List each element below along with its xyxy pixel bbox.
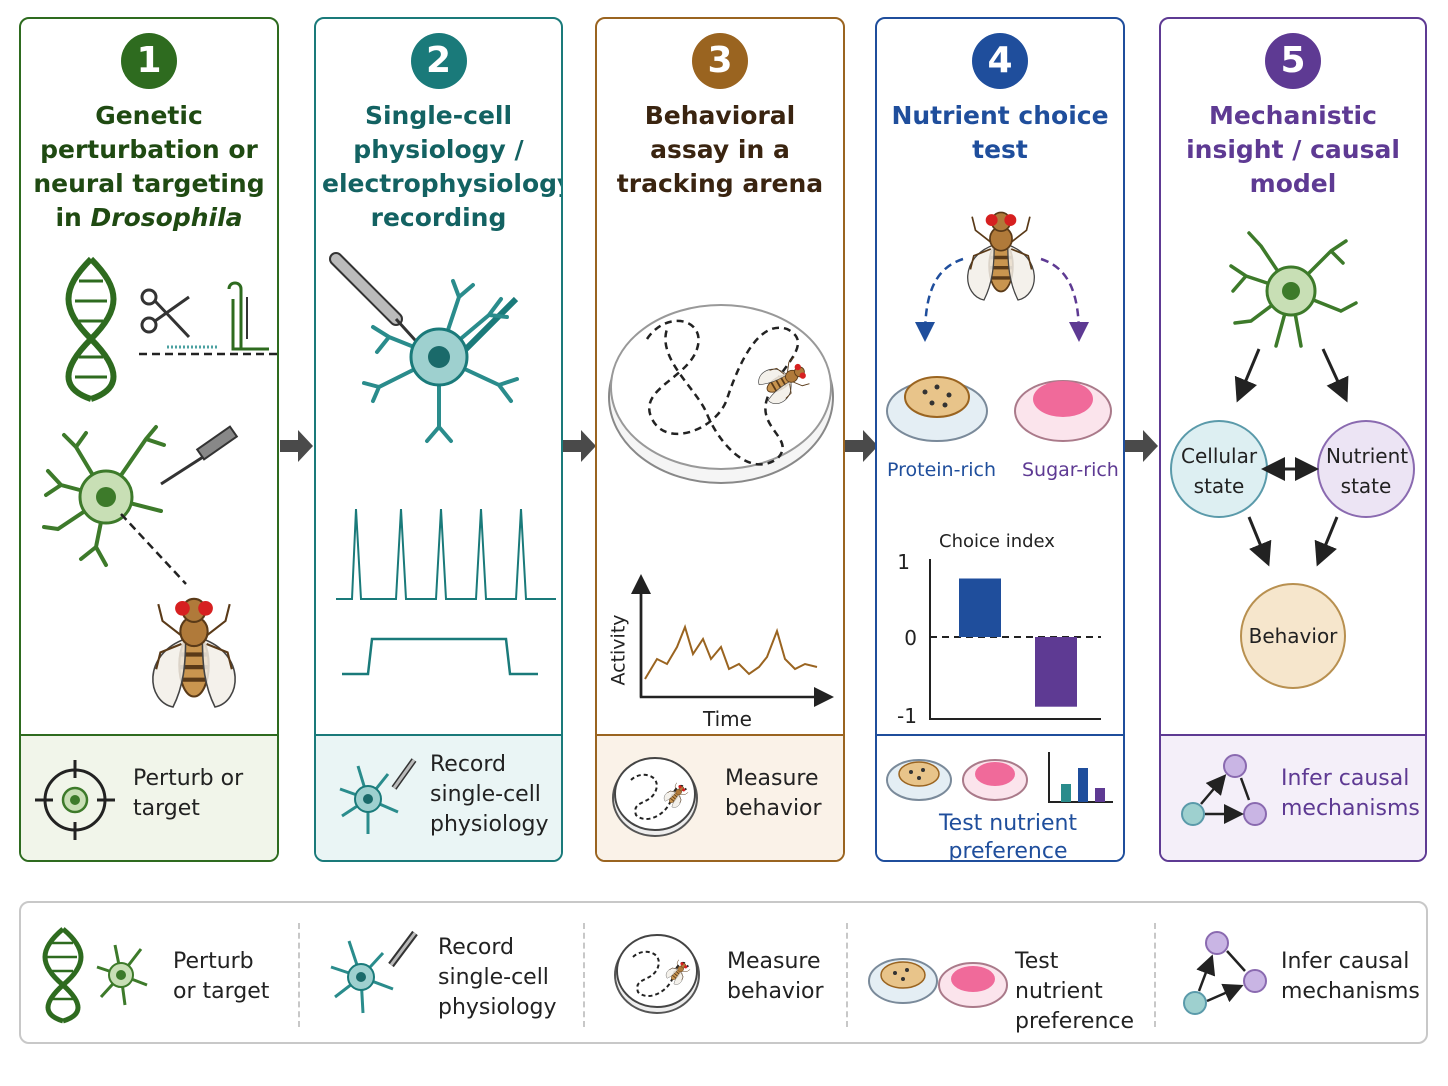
arena-icon: [614, 934, 700, 1014]
dna-neuron-icon: [42, 927, 148, 1024]
step-number-badge: 4: [972, 33, 1028, 89]
footer-label: Perturb or target: [133, 766, 244, 821]
x-axis-label: Time: [703, 707, 752, 731]
panel-title: Genetic perturbation or neural targeting…: [21, 99, 277, 235]
flow-arrow: [845, 428, 879, 464]
legend-divider: [583, 923, 585, 1027]
fly-icon: [153, 599, 235, 707]
nutrient-dishes-icon: [868, 958, 1008, 1008]
panel-footer: Perturb or target: [21, 734, 277, 860]
neuron-icon: [339, 758, 417, 834]
panel-title-text: Genetic perturbation or neural targeting…: [33, 101, 265, 232]
node-cellular-state: Cellular state: [1181, 444, 1258, 498]
choice-bar-protein: [959, 578, 1001, 637]
step-number-badge: 2: [410, 33, 467, 89]
protein-dish-icon: [886, 376, 988, 442]
footer-label: Infer causal mechanisms: [1281, 766, 1420, 821]
target-icon: [35, 760, 115, 840]
arena-dish: [608, 304, 834, 484]
legend-label-measure: Measure behavior: [727, 949, 824, 1004]
panel-title: Mechanistic insight / causal model: [1186, 101, 1400, 198]
legend-label-record: Record single-cell physiology: [438, 935, 557, 1020]
panel-single-cell-physiology: 2 Single-cell physiology / electrophysio…: [314, 17, 563, 862]
y-tick-label: 1: [897, 550, 910, 574]
legend-label-infer: Infer causal mechanisms: [1281, 949, 1420, 1004]
panel-footer: Measure behavior: [597, 734, 843, 860]
y-tick-label: -1: [897, 704, 917, 728]
panel-title: Behavioral assay in a tracking arena: [616, 101, 824, 198]
step-number-badge: 5: [1265, 33, 1321, 89]
scissors-icon: [139, 281, 277, 356]
chart-title: Choice index: [939, 531, 1055, 552]
legend-divider: [1154, 923, 1156, 1027]
dna-icon: [65, 256, 117, 402]
panel-title: Nutrient choice test: [891, 101, 1109, 164]
neuron-icon: [42, 425, 166, 567]
step-number-badge: 1: [121, 33, 177, 89]
neuron-icon: [1229, 231, 1358, 348]
panel-footer: Test nutrient preference: [877, 734, 1123, 860]
panel-illustration: [42, 256, 277, 862]
arena-icon: [612, 757, 698, 837]
choice-index-chart: Choice index 1 0 -1: [897, 531, 1101, 728]
activity-plot: [631, 574, 834, 707]
footer-label: Test nutrient preference: [938, 811, 1078, 862]
panel-footer: Record single-cell physiology: [316, 734, 561, 860]
neuron-icon: [362, 279, 519, 443]
causal-model-diagram: [1170, 231, 1415, 689]
flow-arrow: [563, 428, 597, 464]
causal-graph-icon: [1183, 931, 1267, 1015]
panel-title: Single-cell physiology / electrophysiolo…: [322, 101, 563, 232]
fly-icon: [965, 210, 1037, 302]
flow-arrow: [1125, 428, 1159, 464]
panel-illustration: [329, 252, 556, 676]
legend-divider: [846, 923, 848, 1027]
step-number-badge: 3: [692, 33, 748, 89]
legend-divider: [298, 923, 300, 1027]
panel-illustration: [608, 304, 834, 707]
protein-rich-label: Protein-rich: [887, 459, 997, 481]
causal-graph-icon: [1181, 754, 1267, 826]
node-behavior: Behavior: [1248, 624, 1338, 648]
flow-arrow: [280, 428, 314, 464]
sugar-rich-label: Sugar-rich: [1022, 459, 1119, 481]
node-nutrient-state: Nutrient state: [1326, 444, 1409, 498]
stimulus-step: [342, 637, 538, 676]
panel-nutrient-choice: 4 Nutrient choice test Protein-rich Suga…: [875, 17, 1125, 862]
panel-footer: Infer causal mechanisms: [1161, 734, 1425, 860]
panel-behavioral-assay: 3 Behavioral assay in a tracking arena A…: [595, 17, 845, 862]
tracking-path: [645, 319, 800, 466]
legend-label-test: Test nutrient preference: [1015, 949, 1135, 1034]
panel-illustration: [886, 210, 1112, 442]
y-tick-label: 0: [904, 626, 917, 650]
legend-label-perturb: Perturb or target: [173, 949, 270, 1004]
spike-trace: [336, 508, 556, 600]
activity-trace: [644, 623, 818, 680]
sugar-dish-icon: [1014, 380, 1112, 442]
nutrient-preference-icon: [886, 752, 1113, 803]
legend-bar: Perturb or target Record single-cell phy…: [19, 901, 1428, 1044]
panel-mechanistic-insight: 5 Mechanistic insight / causal model Cel…: [1159, 17, 1427, 862]
neuron-electrode-icon: [330, 930, 418, 1014]
choice-bar-sugar: [1035, 637, 1077, 707]
panel-genetic-perturbation: 1 Genetic perturbation or neural targeti…: [19, 17, 279, 862]
footer-label: Measure behavior: [725, 766, 822, 821]
footer-label: Record single-cell physiology: [430, 752, 549, 837]
y-axis-label: Activity: [607, 614, 630, 686]
species-name: Drosophila: [90, 203, 243, 232]
